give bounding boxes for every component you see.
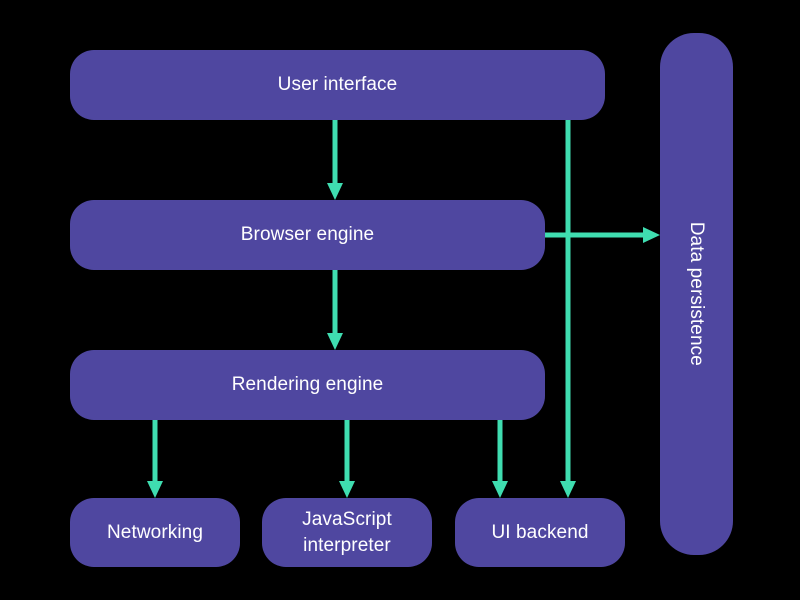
node-label-ui-backend: UI backend: [491, 521, 589, 543]
node-ui-backend[interactable]: UI backend: [455, 498, 625, 567]
node-user-interface[interactable]: User interface: [70, 50, 605, 120]
node-label-rendering-engine: Rendering engine: [231, 374, 384, 396]
edge-rendering-to-networking-arrowhead: [147, 481, 163, 498]
node-data-persistence[interactable]: Data persistence: [660, 33, 733, 555]
edge-rendering-to-ui-backend-arrowhead: [492, 481, 508, 498]
edge-rendering-to-js-interpreter-arrowhead: [339, 481, 355, 498]
edge-browser-to-rendering-engine-arrowhead: [327, 333, 343, 350]
node-rendering-engine[interactable]: Rendering engine: [70, 350, 545, 420]
node-browser-engine[interactable]: Browser engine: [70, 200, 545, 270]
node-label-user-interface: User interface: [277, 74, 398, 96]
edge-browser-to-data-persistence-arrowhead: [643, 227, 660, 243]
node-label-data-persistence: Data persistence: [686, 221, 708, 367]
node-label-browser-engine: Browser engine: [240, 224, 375, 246]
node-label-networking: Networking: [106, 521, 204, 543]
node-networking[interactable]: Networking: [70, 498, 240, 567]
edge-ui-to-browser-engine-arrowhead: [327, 183, 343, 200]
edge-ui-to-ui-backend-arrowhead: [560, 481, 576, 498]
